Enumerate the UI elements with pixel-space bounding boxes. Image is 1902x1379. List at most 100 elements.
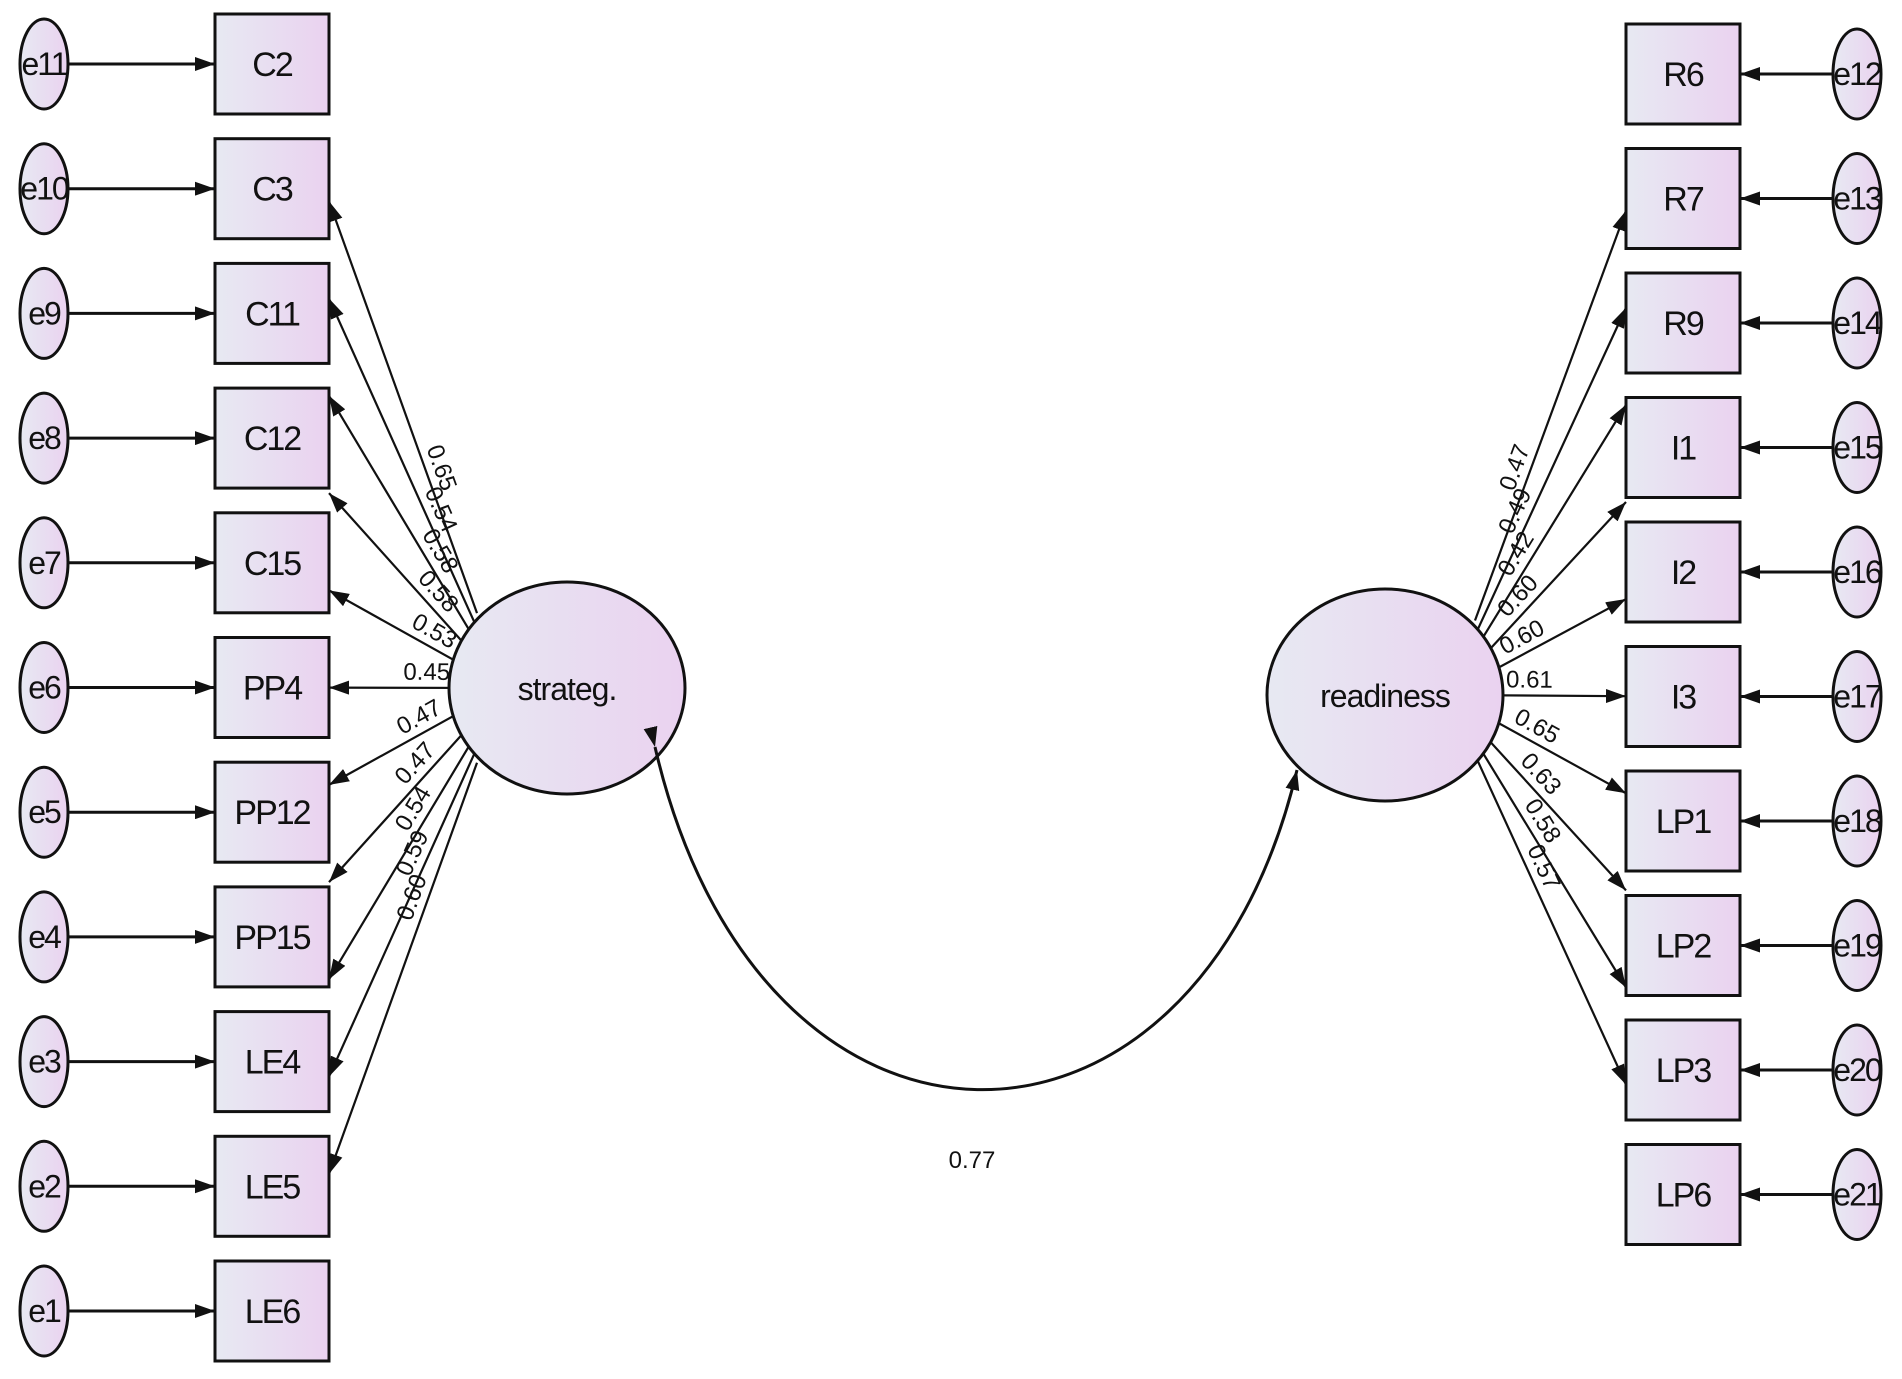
error-ellipse [1831, 1148, 1883, 1241]
indicator-label: LE6 [245, 1293, 301, 1331]
indicator-le4[interactable]: LE4 [213, 1010, 331, 1114]
loading-label-lp6: 0.57 [1521, 840, 1565, 894]
indicator-r7[interactable]: R7 [1624, 147, 1742, 250]
indicator-r9[interactable]: R9 [1624, 271, 1742, 375]
indicator-pp15[interactable]: PP15 [213, 885, 331, 989]
error-e14[interactable]: e14 [1831, 276, 1884, 370]
error-label: e20 [1833, 1052, 1882, 1088]
error-e2[interactable]: e2 [18, 1139, 70, 1233]
error-e10[interactable]: e10 [18, 142, 71, 236]
indicator-label: PP4 [243, 670, 302, 708]
indicator-label: LP2 [1656, 928, 1712, 966]
error-ellipse [18, 516, 70, 610]
error-e11[interactable]: e11 [18, 17, 70, 111]
error-label: e2 [28, 1168, 61, 1204]
indicator-lp6[interactable]: LP6 [1624, 1143, 1742, 1246]
indicator-box [213, 1259, 331, 1363]
indicator-box [1624, 1018, 1742, 1122]
error-ellipse [18, 765, 70, 859]
indicator-i1[interactable]: I1 [1624, 396, 1742, 499]
indicator-c2[interactable]: C2 [213, 12, 331, 116]
indicator-c12[interactable]: C12 [213, 386, 331, 490]
indicator-box [1624, 271, 1742, 375]
indicator-lp3[interactable]: LP3 [1624, 1018, 1742, 1122]
indicator-le6[interactable]: LE6 [213, 1259, 331, 1363]
loading-arrow-lp3 [1474, 739, 1627, 989]
error-e3[interactable]: e3 [18, 1015, 70, 1109]
loading-arrow-i1 [1474, 501, 1627, 667]
indicator-box [213, 760, 331, 864]
indicator-label: LP6 [1656, 1177, 1712, 1215]
indicator-c11[interactable]: C11 [213, 261, 331, 365]
loading-label-pp15: 0.47 [390, 737, 441, 790]
indicator-i2[interactable]: I2 [1624, 520, 1742, 624]
error-e18[interactable]: e18 [1831, 774, 1884, 868]
error-e5[interactable]: e5 [18, 765, 70, 859]
loading-label-lp3: 0.58 [1519, 794, 1566, 848]
error-e7[interactable]: e7 [18, 516, 70, 610]
error-ellipse [18, 1139, 70, 1233]
indicator-label: LP1 [1656, 803, 1712, 841]
indicator-label: R9 [1663, 305, 1704, 343]
error-label: e17 [1833, 679, 1882, 715]
indicator-le5[interactable]: LE5 [213, 1134, 331, 1238]
path-layer [68, 57, 1833, 1318]
error-e6[interactable]: e6 [18, 641, 70, 734]
indicator-label: PP15 [234, 919, 310, 957]
loading-label-i3: 0.61 [1506, 666, 1553, 693]
indicator-lp2[interactable]: LP2 [1624, 894, 1742, 997]
indicator-c3[interactable]: C3 [213, 137, 331, 241]
loading-arrow-r6 [1473, 210, 1628, 621]
indicator-pp12[interactable]: PP12 [213, 760, 331, 864]
error-ellipse [1831, 152, 1883, 245]
error-e1[interactable]: e1 [18, 1264, 70, 1358]
loading-label-le5: 0.59 [391, 826, 435, 880]
error-e9[interactable]: e9 [18, 266, 70, 360]
error-label: e4 [28, 919, 61, 955]
indicator-box [1624, 645, 1742, 748]
indicator-c15[interactable]: C15 [213, 511, 331, 615]
error-e15[interactable]: e15 [1831, 401, 1884, 494]
error-label: e21 [1833, 1177, 1882, 1213]
correlation-label: 0.77 [949, 1147, 996, 1174]
latent-strategy-ellipse [447, 580, 687, 796]
error-e21[interactable]: e21 [1831, 1148, 1884, 1241]
error-label: e5 [28, 794, 61, 830]
error-label: e10 [20, 171, 69, 207]
loading-label-pp12: 0.47 [392, 694, 446, 740]
indicator-pp4[interactable]: PP4 [213, 636, 331, 739]
error-e19[interactable]: e19 [1831, 899, 1884, 992]
error-e13[interactable]: e13 [1831, 152, 1884, 245]
indicator-label: LP3 [1656, 1052, 1712, 1090]
error-e16[interactable]: e16 [1831, 525, 1884, 619]
indicator-r6[interactable]: R6 [1624, 22, 1742, 126]
indicator-i3[interactable]: I3 [1624, 645, 1742, 748]
indicator-label: R6 [1663, 56, 1704, 94]
loading-arrow-le4 [328, 732, 478, 980]
error-ellipse [18, 142, 70, 236]
indicator-label: C2 [252, 46, 293, 84]
error-ellipse [1831, 650, 1883, 743]
indicator-label: LE4 [245, 1044, 301, 1082]
error-e20[interactable]: e20 [1831, 1023, 1884, 1117]
error-label: e13 [1833, 181, 1882, 217]
error-e17[interactable]: e17 [1831, 650, 1884, 743]
loading-arrow-c2 [327, 200, 479, 614]
error-e8[interactable]: e8 [18, 391, 70, 485]
latent-readiness[interactable]: readiness [1265, 587, 1505, 803]
loading-arrow-c12 [328, 492, 478, 659]
error-ellipse [18, 17, 70, 111]
loading-arrow-r7 [1474, 307, 1627, 636]
error-ellipse [1831, 525, 1883, 619]
indicator-box [1624, 396, 1742, 499]
loading-label-le4: 0.54 [390, 782, 437, 836]
loading-label-r9: 0.42 [1492, 527, 1539, 581]
error-ellipse [18, 1264, 70, 1358]
indicator-box [213, 137, 331, 241]
error-label: e7 [28, 545, 61, 581]
error-e12[interactable]: e12 [1831, 27, 1884, 121]
error-e4[interactable]: e4 [18, 890, 70, 984]
latent-strategy[interactable]: strateg. [447, 580, 687, 796]
error-label: e14 [1833, 305, 1882, 341]
indicator-lp1[interactable]: LP1 [1624, 769, 1742, 873]
